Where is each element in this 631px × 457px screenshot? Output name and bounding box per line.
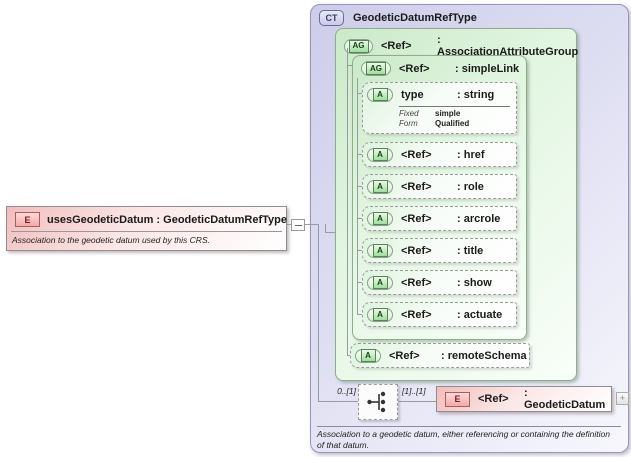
attribute-name: <Ref>	[401, 180, 432, 193]
attributegroup-icon: AG	[344, 38, 373, 54]
attributegroup-type: : simpleLink	[455, 62, 520, 75]
element-box-usesGeodeticDatum[interactable]: E usesGeodeticDatum : GeodeticDatumRefTy…	[6, 206, 287, 251]
tree-branch-line	[325, 232, 336, 233]
attribute-icon: A	[367, 243, 393, 258]
attributegroup-ref: <Ref>	[381, 40, 412, 52]
tree-branch-line	[347, 65, 354, 66]
sequence-glyph	[367, 391, 386, 413]
attribute-datatype: : remoteSchema	[441, 349, 527, 362]
tree-branch-line	[398, 401, 436, 402]
attribute-name: <Ref>	[401, 148, 432, 161]
element-header: E usesGeodeticDatum : GeodeticDatumRefTy…	[7, 207, 288, 227]
divider	[11, 231, 282, 232]
element-icon: E	[445, 391, 470, 407]
tree-branch-line	[318, 401, 358, 402]
attribute-icon: A	[367, 275, 393, 290]
attribute-datatype: : string	[457, 88, 495, 101]
attributegroup-icon: AG	[361, 61, 391, 76]
tree-branch-line	[357, 282, 362, 283]
element-header: E <Ref> : GeodeticDatum	[437, 387, 611, 411]
tree-trunk-line	[357, 78, 358, 314]
attribute-icon: A	[355, 348, 381, 363]
attribute-datatype: : href	[457, 148, 485, 161]
attribute-icon: A	[367, 147, 393, 162]
attribute-name: type	[401, 88, 424, 101]
attribute-remoteSchema[interactable]: A <Ref> : remoteSchema	[350, 343, 530, 368]
attribute-datatype: : arcrole	[457, 212, 501, 225]
tree-branch-line	[347, 355, 350, 356]
connector-line	[287, 224, 291, 225]
minus-icon	[294, 224, 302, 226]
attribute-title[interactable]: A <Ref> : title	[362, 238, 517, 263]
fact-label: Fixed	[399, 109, 419, 118]
tree-trunk-line	[318, 224, 319, 402]
attribute-name: <Ref>	[401, 276, 432, 289]
element-ref: <Ref>	[478, 393, 509, 405]
attribute-name: <Ref>	[401, 212, 432, 225]
collapse-toggle[interactable]	[291, 219, 305, 231]
tree-branch-line	[325, 224, 326, 233]
attribute-datatype: : actuate	[457, 308, 503, 321]
element-icon: E	[15, 212, 40, 227]
element-annotation: Association to the geodetic datum used b…	[12, 235, 210, 245]
fact-value: simple	[435, 109, 461, 118]
cardinality-label: 0..[1]	[337, 386, 356, 396]
attribute-facts: Fixed simple Form Qualified	[399, 106, 510, 129]
attributegroup-ref: <Ref>	[399, 62, 430, 75]
tree-branch-line	[357, 218, 362, 219]
attribute-icon: A	[367, 87, 393, 102]
fact-value: Qualified	[435, 119, 470, 128]
attribute-actuate[interactable]: A <Ref> : actuate	[362, 302, 517, 327]
fact-label: Form	[399, 119, 418, 128]
complextype-annotation: Association to a geodetic datum, either …	[317, 429, 610, 450]
attribute-datatype: : role	[457, 180, 484, 193]
complextype-icon: CT	[319, 10, 344, 26]
tree-branch-line	[357, 314, 362, 315]
expand-toggle[interactable]: +	[616, 392, 629, 405]
attribute-arcrole[interactable]: A <Ref> : arcrole	[362, 206, 517, 231]
cardinality-label: [1]..[1]	[402, 386, 426, 396]
attribute-icon: A	[367, 307, 393, 322]
tree-branch-line	[357, 154, 362, 155]
tree-branch-line	[357, 93, 362, 94]
tree-trunk-line	[347, 48, 348, 355]
attribute-datatype: : title	[457, 244, 484, 257]
attributegroup-header: AG <Ref> : simpleLink	[361, 61, 519, 76]
attribute-icon: A	[367, 179, 393, 194]
tree-branch-line	[357, 250, 362, 251]
plus-icon: +	[619, 393, 626, 403]
attribute-role[interactable]: A <Ref> : role	[362, 174, 517, 199]
attribute-name: <Ref>	[401, 308, 432, 321]
divider	[317, 426, 621, 427]
attribute-name: <Ref>	[389, 349, 420, 362]
complextype-header: CT GeodeticDatumRefType	[319, 10, 477, 26]
attribute-datatype: : show	[457, 276, 492, 289]
attribute-href[interactable]: A <Ref> : href	[362, 142, 517, 167]
sequence-compositor-icon[interactable]	[358, 384, 398, 420]
attribute-type[interactable]: A type : string Fixed simple Form Qualif…	[362, 82, 517, 134]
element-title: usesGeodeticDatum : GeodeticDatumRefType	[47, 213, 288, 226]
tree-branch-line	[357, 186, 362, 187]
attribute-name: <Ref>	[401, 244, 432, 257]
attribute-icon: A	[367, 211, 393, 226]
element-type: : GeodeticDatum	[524, 387, 606, 411]
complextype-title: GeodeticDatumRefType	[353, 12, 477, 24]
attribute-show[interactable]: A <Ref> : show	[362, 270, 517, 295]
element-box-GeodeticDatum[interactable]: E <Ref> : GeodeticDatum	[436, 386, 612, 412]
connector-line	[305, 224, 319, 225]
